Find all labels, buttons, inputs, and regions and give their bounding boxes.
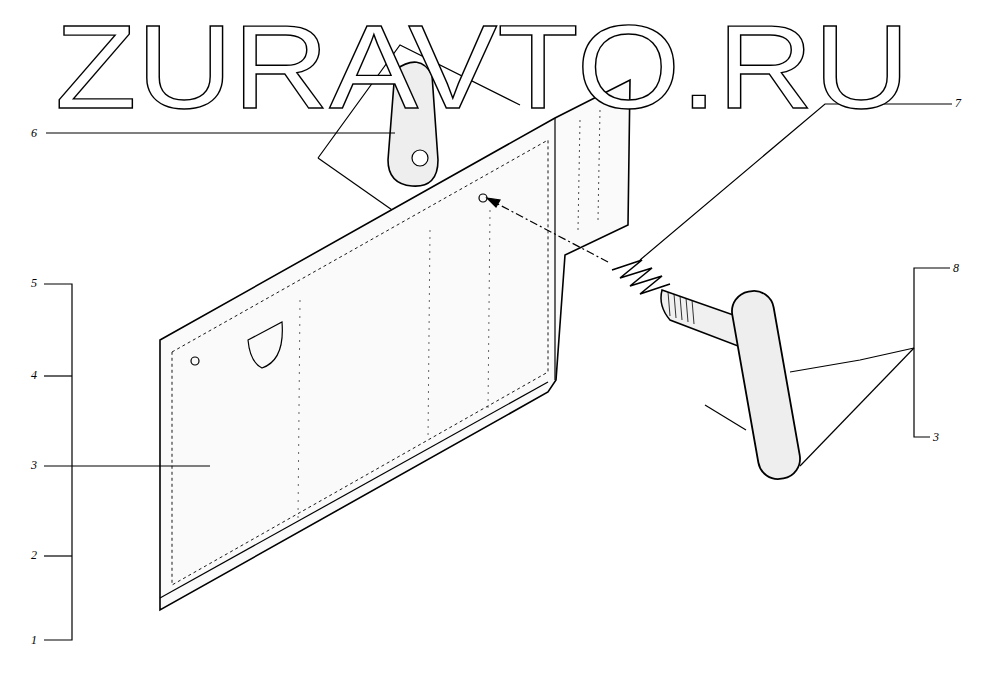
callout-number: 8 (952, 262, 960, 274)
arrow-head (487, 198, 500, 207)
leader-line (800, 348, 914, 466)
bracket (44, 284, 72, 640)
panel-shading (488, 210, 490, 410)
handle-thread (668, 292, 694, 324)
callout-number: 2 (30, 549, 38, 561)
bracket-tick (44, 555, 72, 556)
leader-line (44, 465, 210, 466)
callout-number: 7 (954, 97, 962, 109)
leader-line (46, 132, 395, 133)
panel-shading (578, 120, 580, 230)
panel-shading (598, 110, 600, 220)
panel-inner-border (172, 140, 548, 585)
panel-pocket (248, 322, 282, 368)
watermark: ZURAVTO.RU (55, 8, 910, 126)
leader-line (705, 405, 746, 430)
part-6-hole (412, 150, 428, 166)
bracket-tick (44, 375, 72, 376)
callout-number: 3 (932, 431, 940, 443)
panel-lip (160, 382, 548, 598)
inset-line (318, 158, 395, 212)
callout-number: 6 (30, 127, 38, 139)
handle-shaft (661, 290, 742, 346)
callout-number: 1 (30, 634, 38, 646)
panel-hole (479, 194, 487, 202)
callout-number: 3 (30, 459, 38, 471)
panel-shading (298, 300, 300, 520)
leader-line (640, 104, 952, 260)
leader-line (790, 348, 914, 372)
handle-grip (729, 288, 803, 482)
callout-number: 5 (30, 277, 38, 289)
callout-number: 4 (30, 369, 38, 381)
panel-shading (428, 230, 430, 440)
panel-hole (191, 357, 199, 365)
assembly-line (494, 202, 608, 262)
panel-edge (554, 118, 555, 380)
spring (612, 260, 670, 294)
bracket (914, 268, 950, 437)
